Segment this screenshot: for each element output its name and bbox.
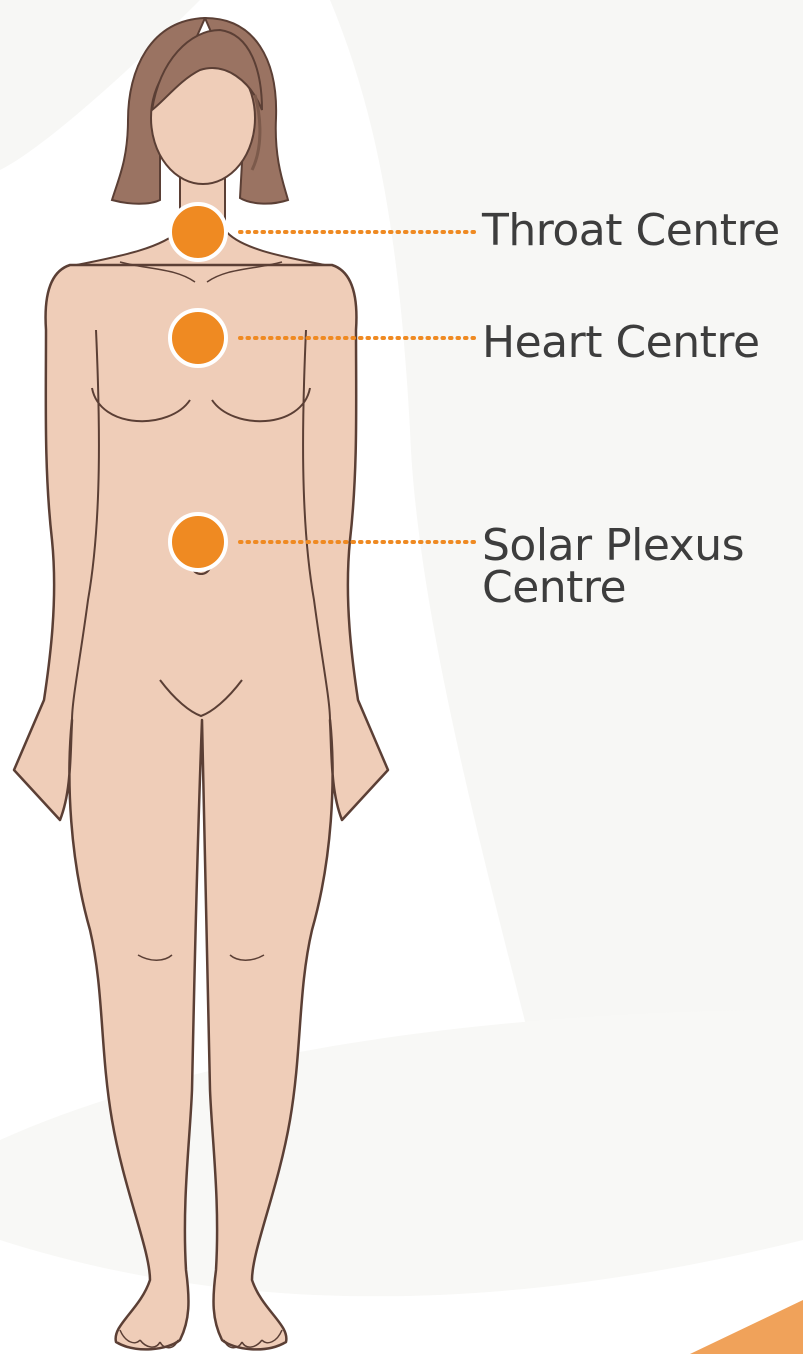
throat-marker [170,204,226,260]
heart-centre-text: Heart Centre [482,317,760,368]
solar-plexus-centre-label: Solar Plexus Centre [482,525,744,609]
heart-marker [170,310,226,366]
solar-plexus-marker [170,514,226,570]
solar-plexus-text-line1: Solar Plexus [482,525,744,567]
throat-centre-text: Throat Centre [482,205,780,256]
solar-plexus-text-line2: Centre [482,567,744,609]
heart-centre-label: Heart Centre [482,322,760,364]
throat-centre-label: Throat Centre [482,210,780,252]
